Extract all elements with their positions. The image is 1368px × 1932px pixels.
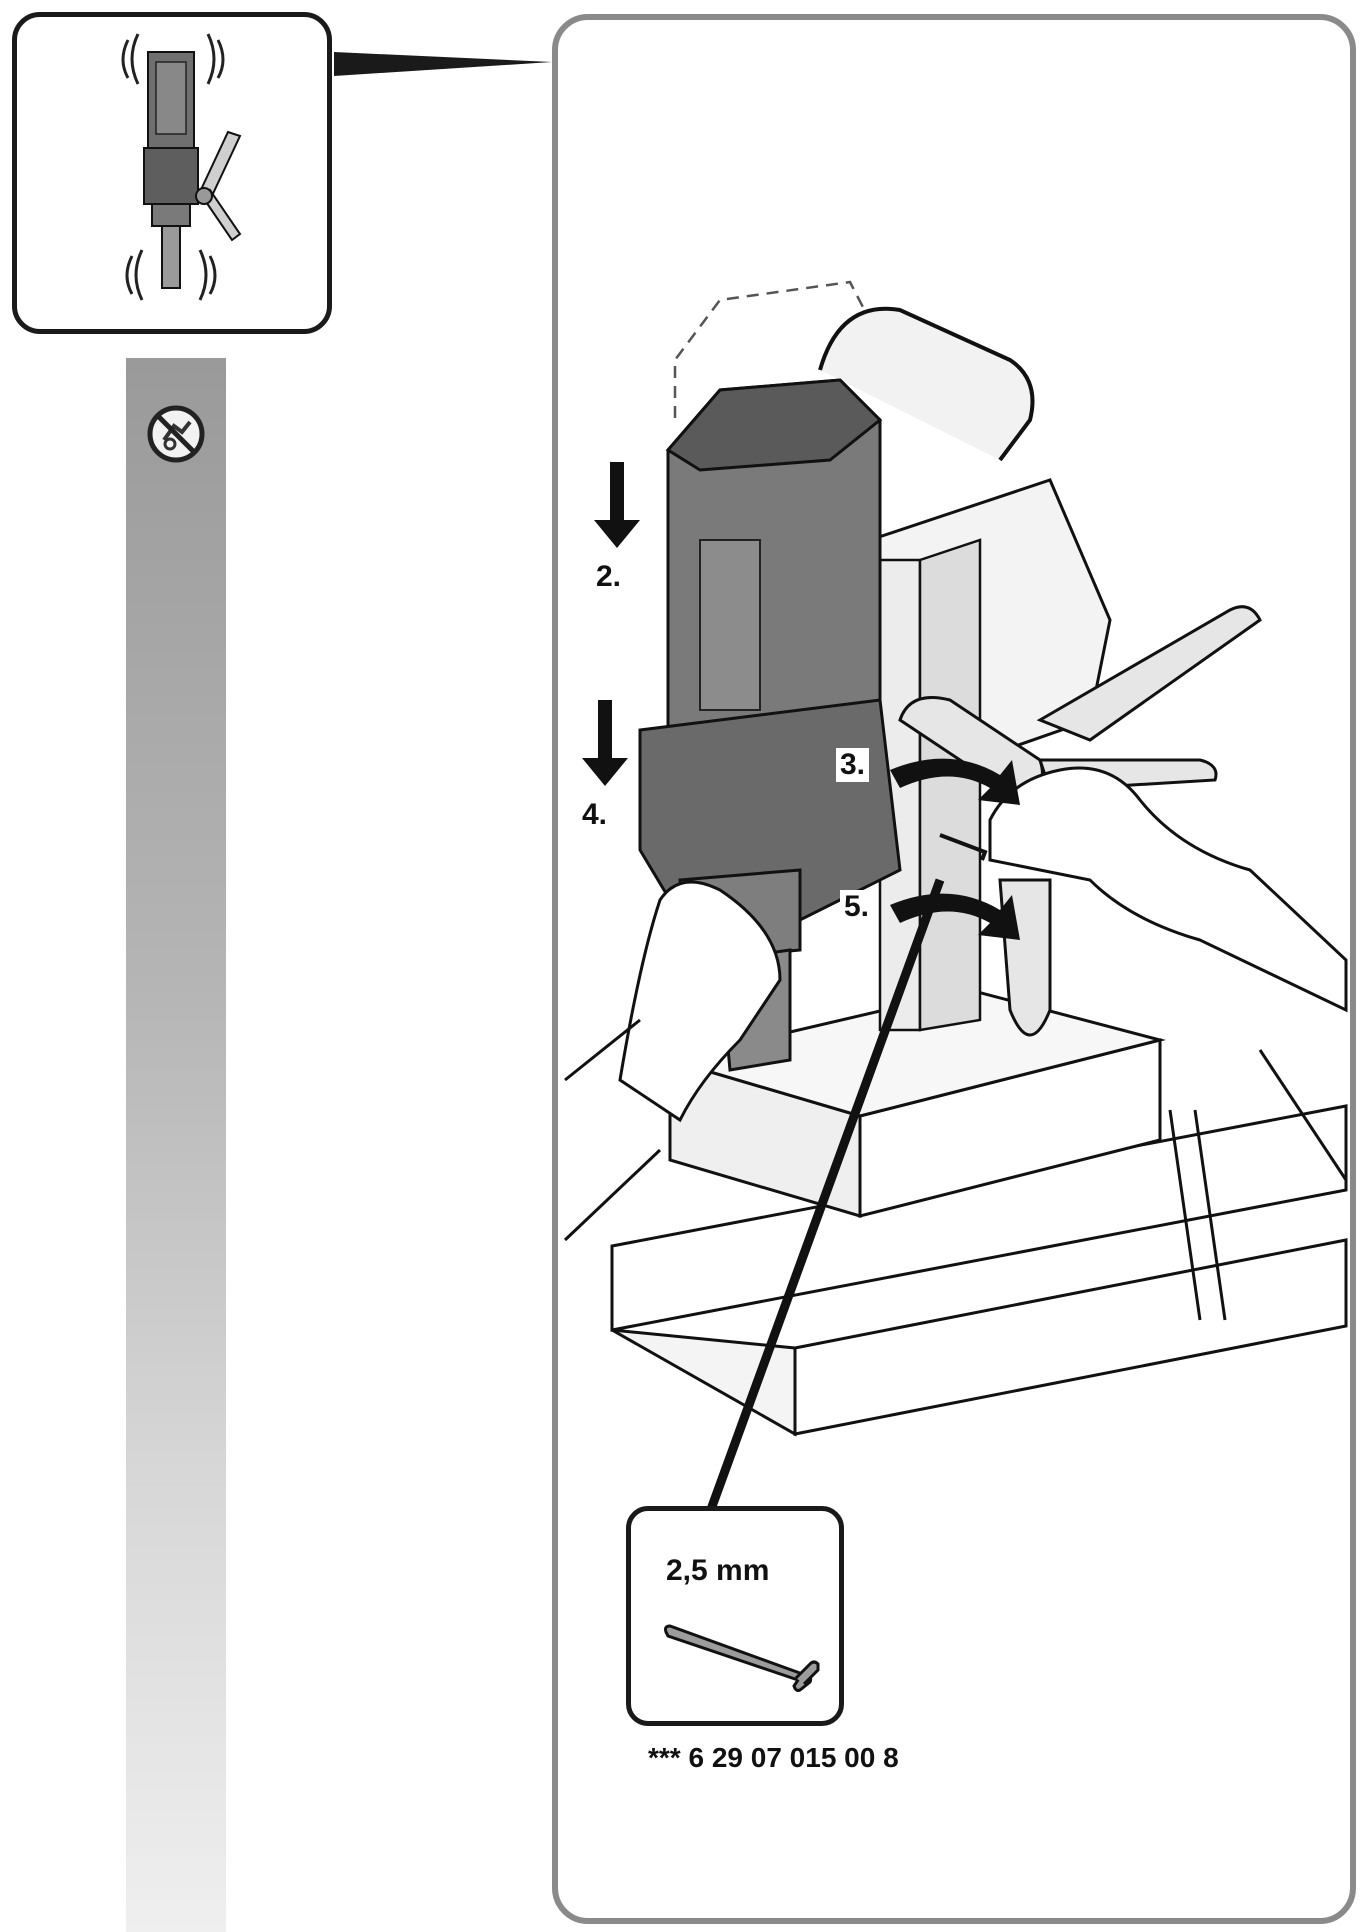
sidebar-strip	[126, 358, 226, 1932]
step-5-label: 5.	[840, 890, 874, 924]
hex-key-size-label: 2,5 mm	[666, 1554, 770, 1587]
hex-key-callout	[626, 1506, 844, 1726]
no-vibration-prohibited-icon	[147, 405, 205, 463]
hex-key-icon	[664, 1624, 820, 1692]
step-3-label: 3.	[836, 748, 870, 782]
step-2-label: 2.	[596, 560, 622, 593]
hex-key-part-number: *** 6 29 07 015 00 8	[648, 1742, 899, 1773]
step-4-label: 4.	[582, 798, 608, 831]
